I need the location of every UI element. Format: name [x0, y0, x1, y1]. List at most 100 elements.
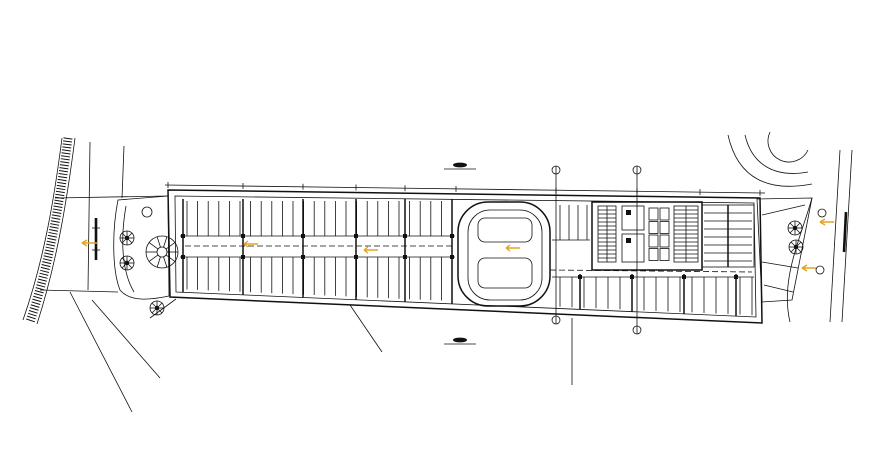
- aisle-arrow-icon: [243, 240, 258, 248]
- tree-foliage-line: [789, 229, 794, 234]
- restroom-cell: [648, 207, 659, 221]
- road-line: [121, 145, 125, 199]
- tree-trunk: [124, 235, 130, 241]
- tree-icon: [149, 300, 165, 316]
- tree-foliage-line: [121, 257, 126, 262]
- aisle-center-line: [549, 269, 753, 273]
- aisle-arrow-icon: [505, 244, 520, 252]
- spiral-stair-icon: [145, 235, 179, 269]
- road-line: [841, 149, 853, 323]
- restroom-cell: [659, 221, 670, 234]
- tree-trunk: [124, 260, 130, 266]
- spiral-stair-core: [156, 246, 168, 258]
- restroom-cell: [648, 248, 659, 261]
- right-gate-marker: [842, 211, 848, 253]
- restroom-cell: [659, 248, 670, 261]
- tree-trunk: [154, 305, 160, 311]
- shaft-fill: [626, 238, 631, 243]
- roundabout-arc: [767, 131, 809, 163]
- road-line: [91, 299, 161, 379]
- ramp-island-bottom: [477, 257, 533, 289]
- parking-stalls: [180, 199, 754, 317]
- tree-foliage-line: [151, 309, 156, 314]
- spiral-stair-step: [148, 254, 159, 262]
- section-marker-head: [453, 162, 467, 168]
- site-boundary-line: [54, 195, 169, 199]
- tree-foliage-line: [151, 302, 156, 307]
- site-boundary-line: [39, 289, 119, 293]
- entry-arrow-icon: [81, 239, 97, 247]
- road-line: [69, 291, 133, 413]
- restroom-cell: [648, 234, 659, 248]
- structural-column: [241, 255, 245, 259]
- structural-column: [241, 234, 245, 238]
- structural-column: [403, 234, 407, 238]
- restroom-cell: [659, 207, 670, 221]
- tree-foliage-line: [796, 222, 801, 227]
- spiral-stair-step: [156, 236, 161, 248]
- tree-foliage-line: [797, 248, 802, 253]
- structural-column: [682, 275, 686, 279]
- road-line: [87, 141, 91, 291]
- spiral-stair-step: [165, 242, 176, 250]
- restroom-cell: [659, 234, 670, 248]
- structural-column: [578, 275, 582, 279]
- plaza-hatch-line: [761, 261, 799, 269]
- entry-arrow-icon: [819, 218, 834, 226]
- structural-column: [403, 255, 407, 259]
- left-hatched-boundary: [25, 137, 73, 324]
- bollard-icon: [815, 265, 825, 275]
- spiral-stair-step: [163, 256, 168, 268]
- ramp-inner-lane: [467, 209, 543, 301]
- tree-trunk: [792, 225, 798, 231]
- tree-foliage-line: [158, 309, 163, 314]
- entry-arrow-icon: [801, 264, 816, 272]
- grid-axis-marker-icon: [632, 165, 642, 335]
- spiral-stair-step: [163, 236, 168, 248]
- restroom-cell: [648, 221, 659, 234]
- building-inner-wall: [174, 195, 757, 318]
- grid-axis-bubble: [551, 165, 561, 175]
- structural-column: [181, 234, 185, 238]
- road-curve: [727, 134, 813, 187]
- section-marker-icon: [444, 162, 476, 170]
- left-boundary-inner-edge: [36, 137, 76, 325]
- bollard-icon: [141, 206, 153, 218]
- shaft-fill: [626, 210, 631, 215]
- trees: [119, 220, 804, 316]
- tree-icon: [119, 255, 135, 271]
- section-marker-icon: [444, 337, 476, 345]
- section-marker-head: [453, 337, 467, 343]
- tree-foliage-line: [789, 222, 794, 227]
- tree-foliage-line: [790, 248, 795, 253]
- grid-axis-bubble: [551, 315, 561, 325]
- spiral-stair-step: [165, 254, 176, 262]
- tree-foliage-line: [790, 241, 795, 246]
- section-cut-line: [349, 304, 383, 353]
- right-boundary-curve: [786, 197, 813, 323]
- drawing-markers: [81, 162, 834, 345]
- site-context: [22, 131, 853, 413]
- structural-column: [450, 234, 454, 238]
- right-entrance-plaza: [756, 197, 813, 303]
- tree-foliage-line: [797, 241, 802, 246]
- grid-axis-bubble: [632, 325, 642, 335]
- structural-column: [301, 255, 305, 259]
- service-core: [591, 201, 703, 271]
- tree-icon: [119, 230, 135, 246]
- structural-column: [354, 255, 358, 259]
- tree-foliage-line: [158, 302, 163, 307]
- tree-foliage-line: [128, 232, 133, 237]
- tree-foliage-line: [128, 239, 133, 244]
- stair-treads: [598, 206, 698, 262]
- tree-foliage-line: [121, 239, 126, 244]
- left-entrance-arc: [122, 205, 135, 293]
- tree-trunk: [793, 244, 799, 250]
- left-entrance-plaza: [113, 195, 170, 300]
- grid-axis-bubble: [632, 165, 642, 175]
- structural-column: [354, 234, 358, 238]
- tree-foliage-line: [128, 257, 133, 262]
- left-boundary-outer-edge: [22, 137, 63, 321]
- spiral-stair-step: [148, 242, 159, 250]
